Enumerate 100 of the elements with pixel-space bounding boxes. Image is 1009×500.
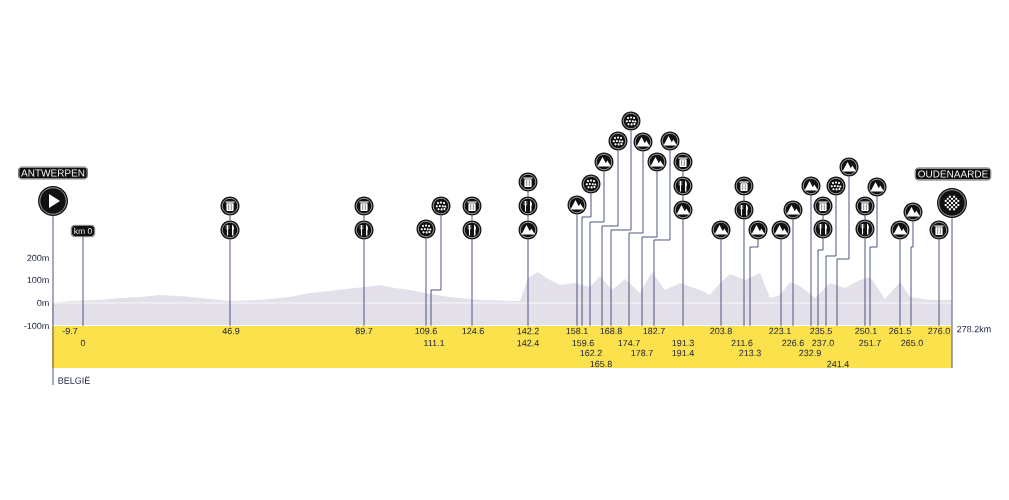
distance-label: 241.4 — [827, 360, 849, 368]
marker-line — [589, 171, 605, 327]
marker-line — [601, 150, 619, 327]
start-line — [52, 215, 54, 386]
mountain-icon — [890, 220, 910, 240]
marker-line — [899, 239, 901, 327]
distance-label: 0 — [80, 339, 86, 347]
mountain-icon — [771, 220, 791, 240]
cutlery-icon — [813, 219, 833, 239]
place-label: ANTWERPEN — [17, 166, 89, 180]
cobblestone-icon — [431, 196, 451, 216]
marker-line — [527, 239, 529, 327]
pole-line — [864, 215, 866, 220]
pole-line — [682, 171, 684, 177]
mountain-icon — [801, 176, 821, 196]
mountain-icon — [867, 177, 887, 197]
marker-line — [425, 238, 427, 327]
marker-line — [869, 196, 878, 327]
marker-line — [610, 130, 632, 327]
distance-label: 235.5 — [810, 327, 832, 335]
distance-label: 211.6 — [731, 339, 753, 347]
distance-label: 89.7 — [355, 327, 373, 335]
distance-label: 165.8 — [590, 360, 612, 368]
bin-icon — [354, 196, 374, 216]
distance-label: 142.4 — [517, 339, 539, 347]
marker-line — [792, 219, 794, 327]
cutlery-icon — [855, 219, 875, 239]
bin-icon — [220, 196, 240, 216]
marker-line — [743, 219, 745, 327]
pole-line — [527, 191, 529, 197]
distance-label: 46.9 — [222, 327, 240, 335]
bin-icon — [929, 220, 949, 240]
place-label: OUDENAARDE — [914, 167, 992, 181]
distance-label: 203.8 — [710, 327, 732, 335]
marker-line — [581, 193, 592, 327]
mountain-icon — [647, 152, 667, 172]
mountain-icon — [903, 202, 923, 222]
axis-label: 0m — [37, 299, 49, 307]
bin-icon — [518, 172, 538, 192]
marker-line — [749, 239, 759, 327]
distance-label: 109.6 — [415, 327, 437, 335]
pole-line — [363, 215, 365, 221]
bin-icon — [813, 196, 833, 216]
distance-label: 191.4 — [672, 349, 694, 357]
mountain-icon — [518, 220, 538, 240]
pole-line — [682, 195, 684, 201]
marker-line — [653, 150, 671, 327]
distance-label: 276.0 — [928, 327, 950, 335]
distance-label: 250.1 — [855, 327, 877, 335]
marker-line — [229, 239, 231, 327]
distance-label: 182.7 — [643, 327, 665, 335]
marker-line — [810, 195, 812, 327]
finish-line — [951, 217, 953, 369]
country-label: BELGIË — [58, 376, 90, 384]
axis-label: -100m — [24, 322, 49, 330]
marker-line — [720, 239, 722, 327]
distance-label: 278.2km — [957, 325, 991, 333]
marker-line — [825, 195, 837, 327]
mountain-icon — [783, 200, 803, 220]
mountain-icon — [711, 220, 731, 240]
bin-icon — [673, 152, 693, 172]
cutlery-icon — [462, 220, 482, 240]
play-icon — [38, 186, 68, 216]
axis-label: 100m — [27, 276, 49, 284]
mountain-icon — [594, 152, 614, 172]
distance-label: 158.1 — [566, 327, 588, 335]
distance-label: 261.5 — [889, 327, 911, 335]
marker-line — [910, 221, 914, 327]
marker-line — [817, 238, 824, 327]
mountain-icon — [633, 132, 653, 152]
bin-icon — [734, 176, 754, 196]
distance-label: 168.8 — [600, 327, 622, 335]
pole-line — [471, 215, 473, 221]
mountain-icon — [839, 157, 859, 177]
cutlery-icon — [220, 220, 240, 240]
mountain-icon — [673, 200, 693, 220]
marker-line — [682, 219, 684, 327]
distance-label: 237.0 — [812, 339, 834, 347]
cobblestone-icon — [581, 174, 601, 194]
distance-label: 111.1 — [424, 339, 445, 347]
mountain-icon — [660, 131, 680, 151]
pole-line — [229, 215, 231, 221]
distance-label: 178.7 — [631, 349, 653, 357]
distance-label: 191.3 — [672, 339, 694, 347]
pole-line — [822, 215, 824, 220]
marker-line — [82, 236, 84, 327]
marker-line — [430, 215, 442, 327]
mountain-icon — [567, 195, 587, 215]
pole-line — [743, 195, 745, 201]
bin-icon — [462, 196, 482, 216]
distance-label: 174.7 — [618, 339, 640, 347]
cutlery-icon — [354, 220, 374, 240]
marker-line — [864, 238, 866, 327]
marker-line — [641, 171, 658, 327]
distance-label: 226.6 — [782, 339, 804, 347]
pole-line — [527, 215, 529, 221]
cobblestone-icon — [416, 219, 436, 239]
distance-label: 142.2 — [517, 327, 539, 335]
cutlery-icon — [518, 196, 538, 216]
marker-line — [628, 151, 644, 327]
